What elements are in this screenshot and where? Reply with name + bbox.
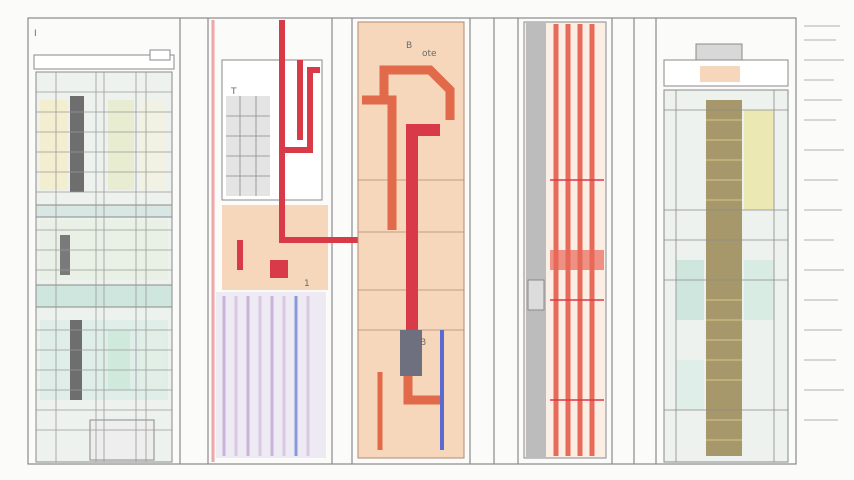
shaft-panel-4 [523, 21, 607, 459]
panel-3-note: ote [422, 49, 437, 59]
building-section-panel-1: I [33, 29, 175, 463]
duct-panel-3: B ote B [357, 21, 465, 459]
panel-2-tag: T [230, 87, 237, 97]
core-section-panel-5 [663, 43, 789, 463]
riser-panel-2: T 1 [211, 20, 388, 462]
panel-3-tag: B [406, 41, 412, 51]
margin-notes [804, 25, 844, 421]
panel-3-lower-tag: B [420, 338, 426, 348]
panel-2-marker: 1 [304, 279, 310, 289]
panel-1-tag: I [34, 29, 37, 39]
